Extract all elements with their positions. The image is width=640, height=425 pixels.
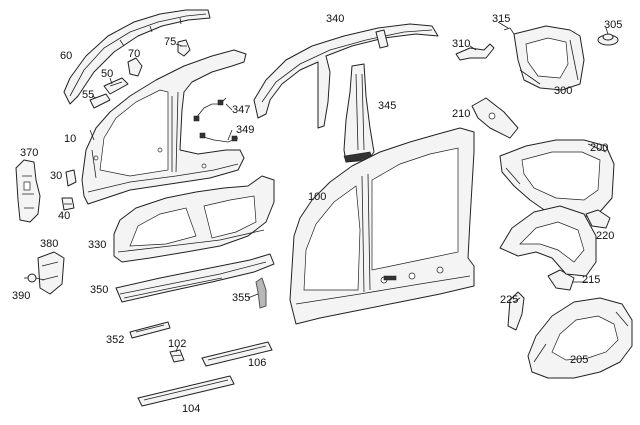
label-part-347: 347 bbox=[232, 104, 251, 116]
part-350-rocker[interactable] bbox=[115, 253, 275, 303]
label-part-390: 390 bbox=[12, 290, 31, 302]
label-part-300: 300 bbox=[554, 85, 573, 97]
part-355-trim[interactable] bbox=[255, 277, 267, 309]
part-10-side-frame[interactable] bbox=[81, 49, 247, 205]
label-part-310: 310 bbox=[452, 38, 471, 50]
part-330-sill-frame[interactable] bbox=[113, 175, 275, 263]
part-200-rear-side[interactable] bbox=[499, 139, 615, 219]
label-part-210: 210 bbox=[452, 108, 471, 120]
part-352-rail[interactable] bbox=[129, 321, 171, 339]
part-349-harness[interactable] bbox=[199, 132, 239, 143]
part-104-sill-rail[interactable] bbox=[137, 375, 235, 407]
label-part-75: 75 bbox=[164, 36, 177, 48]
part-60-roof-rail[interactable] bbox=[63, 9, 211, 105]
part-215-bracket[interactable] bbox=[547, 269, 575, 291]
part-75-bracket[interactable] bbox=[177, 39, 191, 57]
label-part-225: 225 bbox=[500, 294, 519, 306]
part-100-body-side[interactable] bbox=[289, 127, 475, 325]
label-part-355: 355 bbox=[232, 292, 251, 304]
label-part-215: 215 bbox=[582, 274, 601, 286]
label-part-106: 106 bbox=[248, 357, 267, 369]
label-part-50: 50 bbox=[101, 68, 114, 80]
part-345-b-pillar[interactable] bbox=[343, 63, 375, 163]
label-part-30: 30 bbox=[50, 170, 63, 182]
label-part-340: 340 bbox=[326, 13, 345, 25]
part-347-harness[interactable] bbox=[193, 97, 227, 122]
part-50-plate[interactable] bbox=[103, 77, 129, 95]
part-370-reinforcement[interactable] bbox=[15, 159, 41, 223]
part-210-bracket[interactable] bbox=[471, 97, 519, 139]
label-part-104: 104 bbox=[182, 403, 201, 415]
label-part-352: 352 bbox=[106, 334, 125, 346]
part-55-plate[interactable] bbox=[89, 93, 111, 109]
label-part-70: 70 bbox=[128, 48, 141, 60]
label-part-200: 200 bbox=[590, 142, 609, 154]
label-part-370: 370 bbox=[20, 147, 39, 159]
label-part-220: 220 bbox=[596, 230, 615, 242]
leader-lines bbox=[35, 21, 609, 353]
label-part-350: 350 bbox=[90, 284, 109, 296]
part-380-bracket[interactable] bbox=[37, 251, 65, 295]
part-205-wheel-arch[interactable] bbox=[527, 297, 633, 379]
label-part-345: 345 bbox=[378, 100, 397, 112]
label-part-330: 330 bbox=[88, 239, 107, 251]
label-part-102: 102 bbox=[168, 338, 187, 350]
part-70-bracket[interactable] bbox=[127, 57, 143, 77]
part-390-bolt[interactable] bbox=[24, 273, 37, 283]
part-340-roof-arch[interactable] bbox=[253, 23, 439, 129]
label-part-55: 55 bbox=[82, 89, 95, 101]
part-40-bracket[interactable] bbox=[61, 197, 75, 211]
part-102-clip[interactable] bbox=[169, 349, 185, 363]
part-200-wheelhouse[interactable] bbox=[499, 205, 597, 277]
part-30-bracket[interactable] bbox=[65, 169, 77, 187]
part-305-cap[interactable] bbox=[597, 33, 619, 46]
label-part-60: 60 bbox=[60, 50, 73, 62]
part-225-reinforcement[interactable] bbox=[507, 291, 525, 331]
label-part-305: 305 bbox=[604, 19, 623, 31]
label-part-40: 40 bbox=[58, 210, 71, 222]
label-part-315: 315 bbox=[492, 13, 511, 25]
label-part-380: 380 bbox=[40, 238, 59, 250]
label-part-10: 10 bbox=[64, 133, 77, 145]
label-part-100: 100 bbox=[308, 191, 327, 203]
part-300-rear-panel[interactable] bbox=[513, 25, 585, 91]
part-220-bracket[interactable] bbox=[585, 209, 611, 229]
part-315-bracket[interactable] bbox=[503, 27, 515, 35]
part-106-sill-rail[interactable] bbox=[201, 341, 273, 367]
label-part-349: 349 bbox=[236, 124, 255, 136]
label-part-205: 205 bbox=[570, 354, 589, 366]
